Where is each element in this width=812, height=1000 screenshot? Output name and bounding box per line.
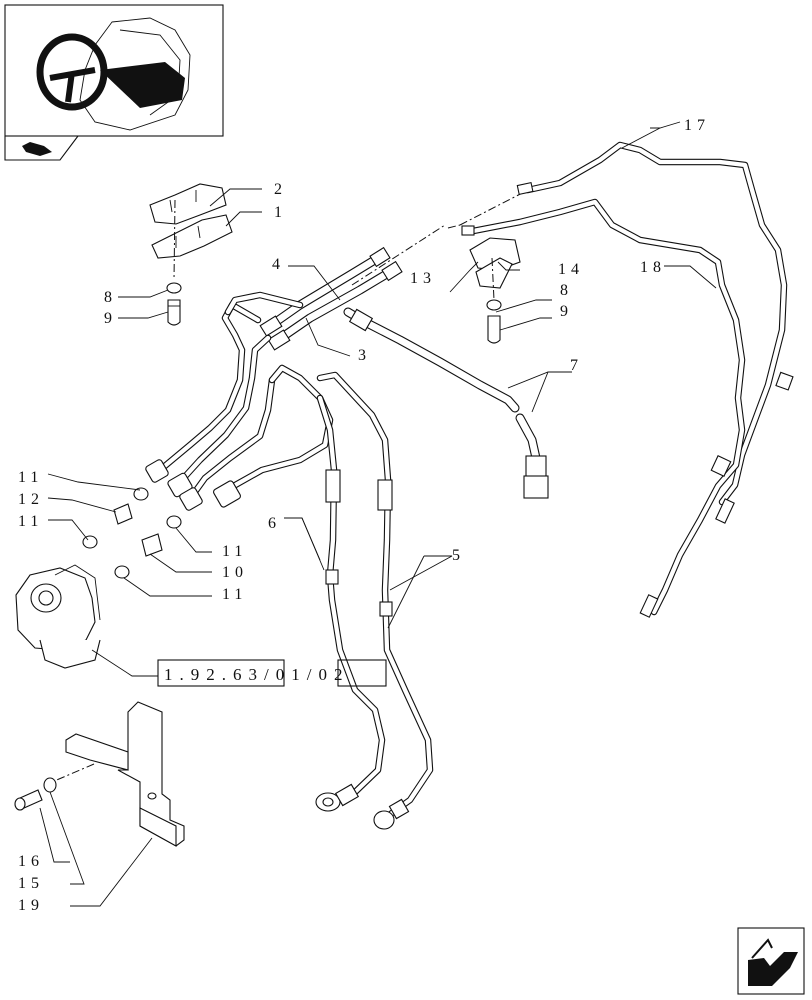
- callout-11d: 11: [222, 586, 247, 603]
- washer-8b: [486, 299, 502, 311]
- callout-19: 19: [18, 897, 44, 914]
- callout-15: 15: [18, 875, 44, 892]
- clamp-lower: [151, 214, 233, 259]
- callout-6: 6: [268, 515, 281, 532]
- callout-11a: 11: [18, 469, 43, 486]
- callout-14: 14: [558, 261, 584, 278]
- callout-16: 16: [18, 853, 44, 870]
- callout-11c: 11: [222, 543, 247, 560]
- callout-18: 18: [640, 259, 666, 276]
- callout-8b: 8: [560, 282, 573, 299]
- callout-13: 13: [410, 270, 436, 287]
- steering-wheel-thumbnail-icon: [4, 4, 224, 137]
- bolt-9a: [167, 299, 181, 326]
- callout-8a: 8: [104, 289, 117, 306]
- callout-7: 7: [570, 357, 583, 374]
- book-icon: [4, 135, 79, 161]
- clamp-right: [469, 237, 521, 289]
- callout-2: 2: [274, 181, 287, 198]
- callout-3: 3: [358, 347, 371, 364]
- callout-1: 1: [274, 204, 287, 221]
- callout-4: 4: [272, 256, 285, 273]
- clamp-upper: [149, 183, 227, 225]
- bracket-19: [65, 701, 185, 847]
- washer-8a: [166, 282, 182, 294]
- reference-box[interactable]: 1.92.63/01/02: [157, 659, 387, 687]
- bolt-9b: [487, 315, 501, 344]
- next-page-arrow-icon[interactable]: [737, 927, 805, 995]
- reference-text[interactable]: 1.92.63/01/02: [164, 665, 349, 684]
- steering-unit: [15, 564, 101, 669]
- callout-11b: 11: [18, 513, 43, 530]
- callout-9b: 9: [560, 303, 573, 320]
- callout-17: 17: [684, 117, 710, 134]
- callout-9a: 9: [104, 310, 117, 327]
- callout-12: 12: [18, 491, 44, 508]
- callout-5: 5: [452, 547, 465, 564]
- callout-10: 10: [222, 564, 248, 581]
